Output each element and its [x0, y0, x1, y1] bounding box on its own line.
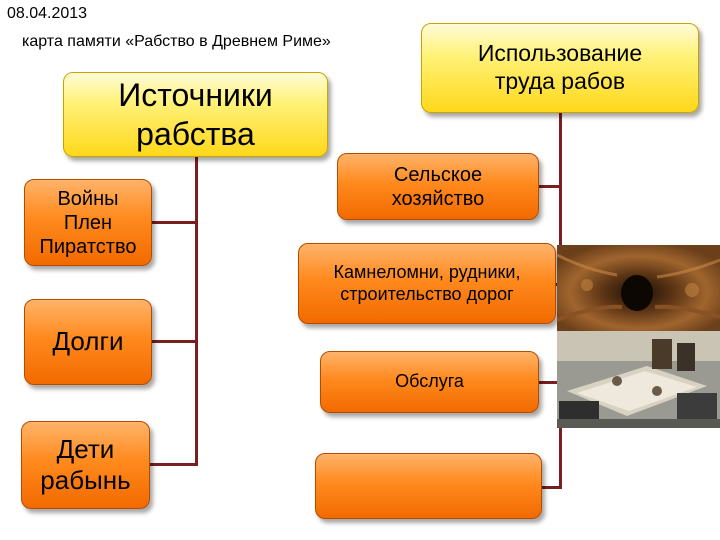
page-subtitle: карта памяти «Рабство в Древнем Риме»	[22, 33, 331, 50]
left-connector-vertical	[195, 156, 198, 465]
source-line: Пиратство	[39, 235, 137, 258]
sources-title-line1: Источники	[118, 77, 273, 114]
usage-title-line2: труда рабов	[494, 68, 626, 94]
source-line: Долги	[52, 326, 124, 357]
usage-line: хозяйство	[391, 187, 485, 210]
left-connector-branch-1	[152, 221, 198, 224]
source-line: Дети	[56, 433, 115, 464]
usage-line: Сельское	[393, 163, 483, 186]
source-box-wars: Войны Плен Пиратство	[24, 179, 152, 266]
usage-line: строительство дорог	[340, 283, 514, 304]
left-connector-branch-3	[150, 463, 198, 466]
mine-tunnel-photo	[557, 245, 720, 331]
usage-box-quarries: Камнеломни, рудники, строительство дорог	[298, 243, 556, 324]
usage-box-service: Обслуга	[320, 351, 539, 413]
usage-line: Обслуга	[395, 371, 464, 392]
source-box-children: Дети рабынь	[21, 421, 150, 509]
right-connector-branch-1	[539, 185, 562, 188]
usage-title-box: Использование труда рабов	[421, 23, 699, 113]
roman-feast-illustration	[557, 331, 720, 428]
right-connector-branch-3	[539, 381, 562, 384]
usage-line: Камнеломни, рудники,	[333, 261, 521, 282]
mine-tunnel-illustration	[557, 245, 720, 331]
left-connector-branch-2	[152, 340, 198, 343]
source-line: рабынь	[40, 465, 131, 495]
sources-title-line2: рабства	[136, 115, 255, 152]
roman-feast-photo	[557, 331, 720, 428]
usage-box-empty	[315, 453, 542, 519]
date-label: 08.04.2013	[7, 5, 88, 22]
sources-title-box: Источники рабства	[63, 72, 328, 157]
right-connector-branch-4	[542, 486, 562, 489]
usage-box-agriculture: Сельское хозяйство	[337, 153, 539, 220]
source-line: Плен	[63, 211, 113, 234]
source-line: Войны	[57, 187, 119, 210]
source-box-debts: Долги	[24, 299, 152, 385]
usage-title-line1: Использование	[477, 40, 643, 67]
